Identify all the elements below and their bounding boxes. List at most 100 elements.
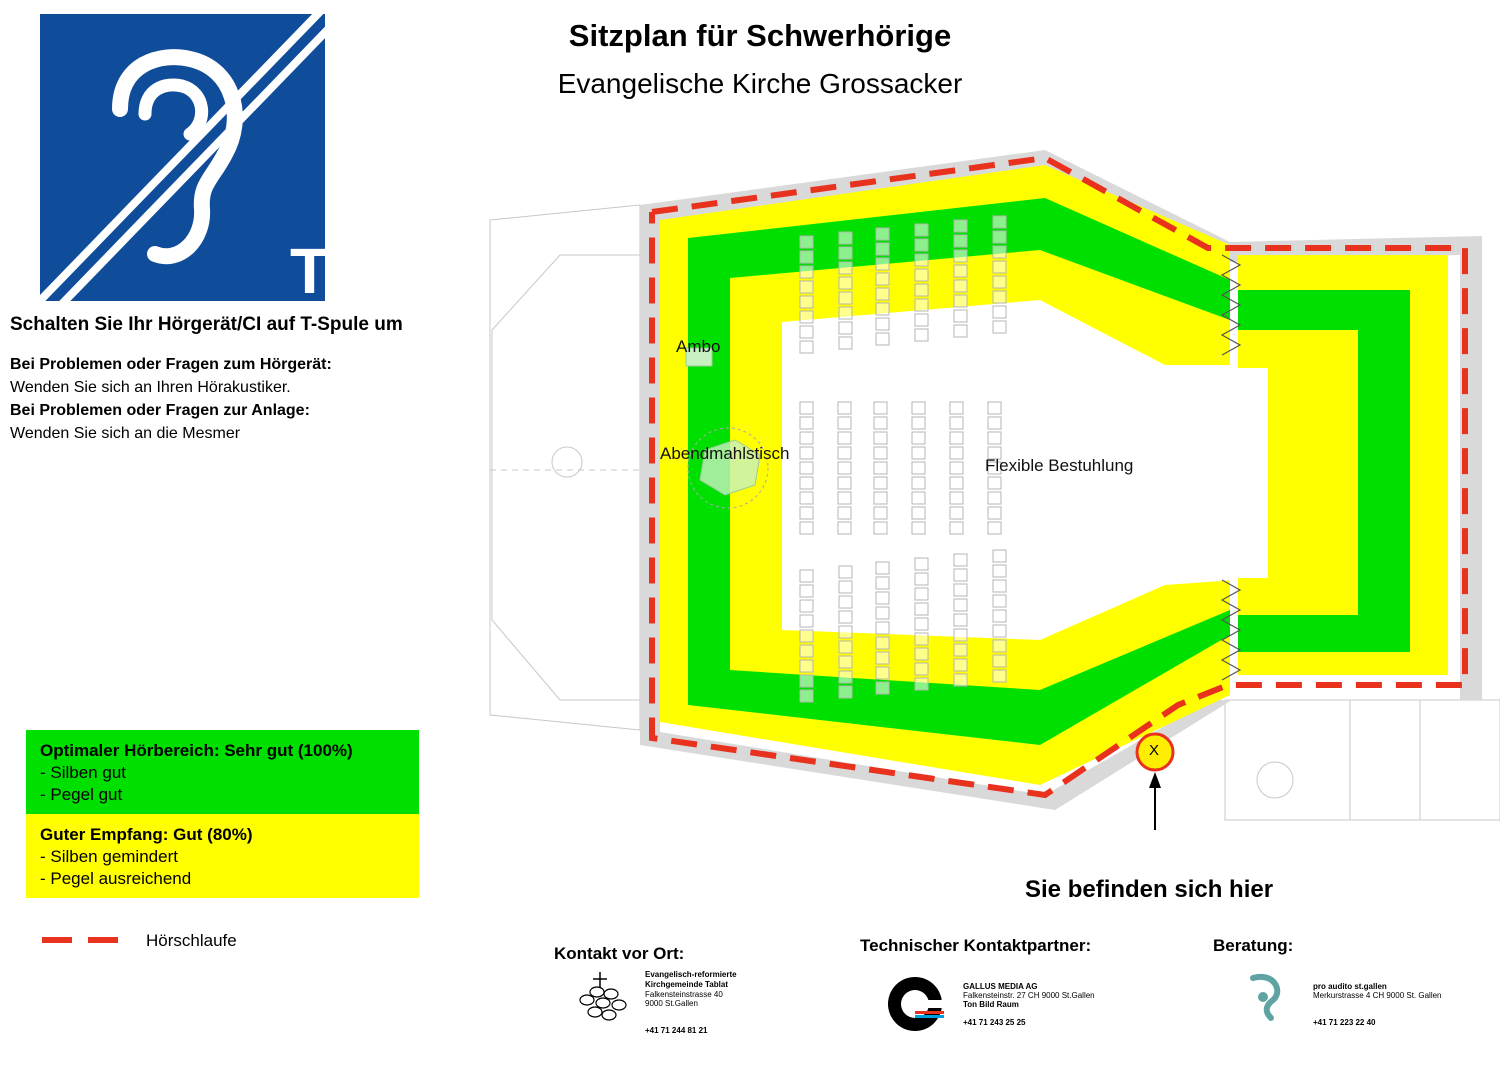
chair [838,246,853,260]
chair [799,629,814,643]
chair [953,598,968,612]
you-are-here-arrowhead [1149,772,1161,788]
chair [987,431,1002,445]
legend-green-title: Optimaler Hörbereich: Sehr gut (100%) [40,741,353,760]
chair [949,431,964,445]
chair [914,328,929,342]
chair [875,257,890,271]
chair [799,431,814,445]
chair [953,309,968,323]
chair [875,576,890,590]
chair [837,521,852,535]
chair [987,521,1002,535]
advice-addr: Merkurstrasse 4 CH 9000 St. Gallen [1313,991,1442,1000]
chair [838,565,853,579]
chair [838,640,853,654]
legend-yellow-line1: - Silben gemindert [40,847,178,866]
chair [799,521,814,535]
local-contact-addr1: Falkensteinstrasse 40 [645,990,723,999]
chair [914,647,929,661]
communion-table-circle [687,427,769,509]
chair [949,416,964,430]
chair [799,235,814,249]
chair [914,298,929,312]
chair [873,491,888,505]
chair [949,476,964,490]
chair [875,332,890,346]
chair [838,276,853,290]
chair [838,595,853,609]
chair [953,553,968,567]
walls [640,150,1482,810]
chair [911,461,926,475]
chair [875,317,890,331]
loop-legend-line-icon [42,937,128,943]
chair [875,621,890,635]
hearing-loop-t-icon [40,14,325,301]
chair [837,506,852,520]
chair [873,416,888,430]
legend-yellow-zone: Guter Empfang: Gut (80%) - Silben gemind… [26,814,419,898]
chair [838,625,853,639]
chair [799,599,814,613]
chair [992,260,1007,274]
chair [987,476,1002,490]
chair [838,306,853,320]
side-gap [1238,368,1268,578]
chair [949,446,964,460]
chair [838,291,853,305]
logo-t-letter: T [290,235,325,301]
chair [799,310,814,324]
question-system-text: Wenden Sie sich an die Mesmer [10,425,241,442]
chair [914,557,929,571]
chair [799,295,814,309]
t-coil-instruction: Schalten Sie Ihr Hörgerät/CI auf T-Spule… [10,314,403,335]
pro-audito-logo-icon [1250,973,1281,1021]
chair [838,685,853,699]
legend-yellow-title: Guter Empfang: Gut (80%) [40,825,253,844]
partition-bottom [1220,579,1242,681]
chair [953,249,968,263]
chair [838,670,853,684]
tech-contact-addr: Falkensteinstr. 27 CH 9000 St.Gallen [963,991,1095,1000]
loop-legend-label: Hörschlaufe [146,931,237,950]
local-contact-name2: Kirchgemeinde Tablat [645,980,728,989]
local-contact-addr2: 9000 St.Gallen [645,999,698,1008]
chair [992,564,1007,578]
chair [799,461,814,475]
chair [911,416,926,430]
chair [949,461,964,475]
chair [992,245,1007,259]
chair [992,654,1007,668]
communion-table-label: Abendmahlstisch [660,444,790,463]
chair [911,506,926,520]
chair [911,401,926,415]
partition-top [1220,254,1242,356]
advice-heading: Beratung: [1213,936,1294,955]
chair [799,280,814,294]
chair [992,549,1007,563]
chair [911,521,926,535]
chair [799,584,814,598]
chair [953,673,968,687]
chair [837,491,852,505]
chair [949,401,964,415]
ambo-label: Ambo [676,337,721,356]
chair [799,401,814,415]
chair-grid [799,215,1007,703]
chair [837,416,852,430]
chair [953,234,968,248]
chair [875,561,890,575]
legend-yellow-line2: - Pegel ausreichend [40,869,192,888]
chair [838,231,853,245]
chair [875,591,890,605]
chair [992,639,1007,653]
chair [987,401,1002,415]
chair [914,587,929,601]
chair [873,461,888,475]
chair [987,416,1002,430]
chair [873,521,888,535]
chair [799,506,814,520]
chair [911,431,926,445]
chair [992,305,1007,319]
